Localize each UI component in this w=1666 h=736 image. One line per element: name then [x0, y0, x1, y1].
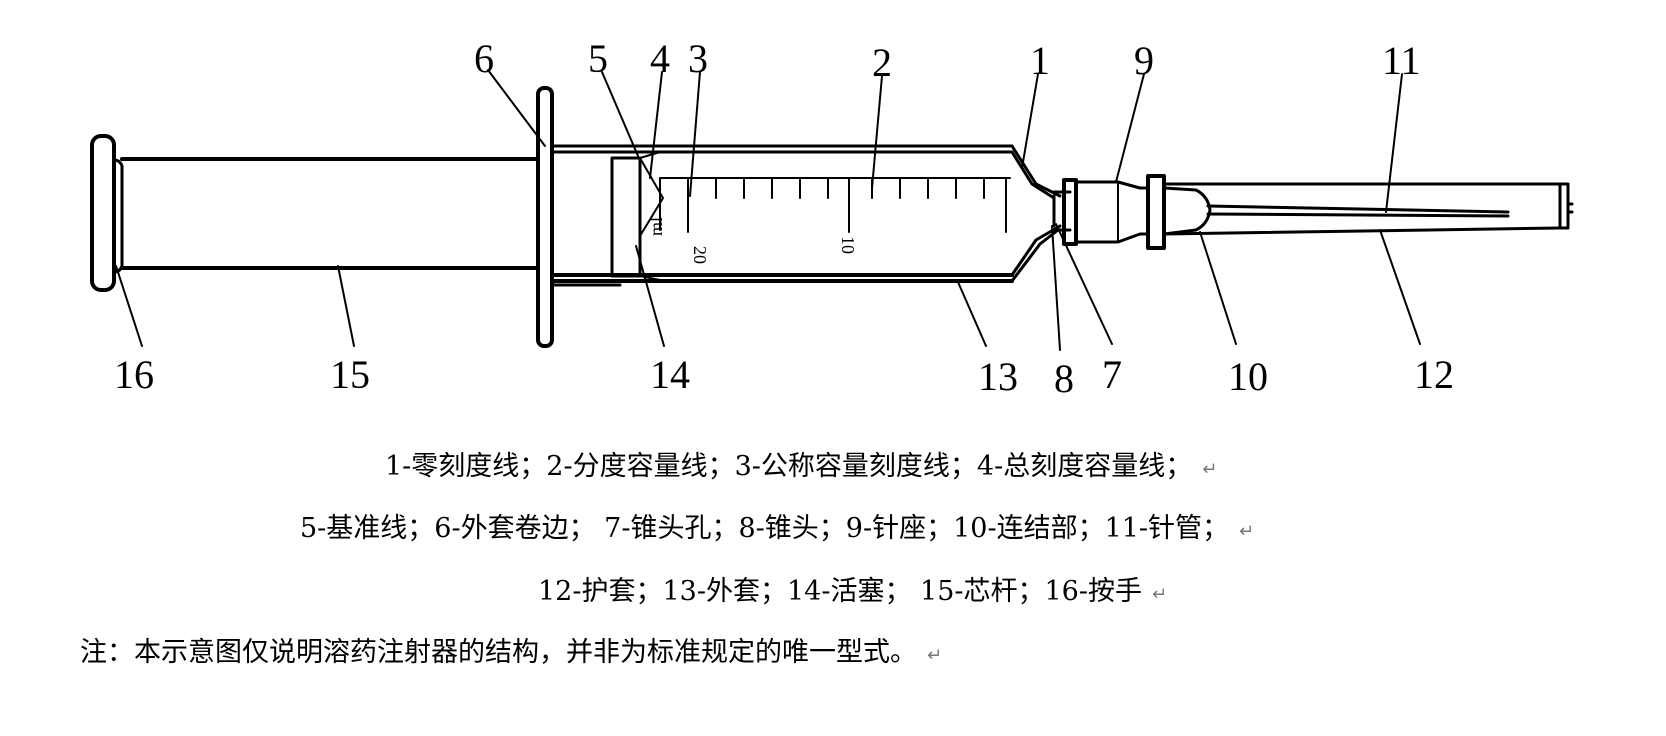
callout-9: 9 — [1134, 38, 1154, 83]
callout-4: 4 — [650, 36, 670, 81]
scale-label-20: 20 — [690, 246, 710, 264]
callout-15: 15 — [330, 352, 370, 397]
callout-16: 16 — [114, 352, 154, 397]
legend-text-2: 5-基准线；6-外套卷边； 7-锥头孔；8-锥头；9-针座；10-连结部；11-… — [300, 513, 1230, 544]
callout-5: 5 — [588, 36, 608, 81]
callout-13: 13 — [978, 354, 1018, 399]
plunger-rod — [120, 157, 540, 270]
callout-8: 8 — [1054, 356, 1074, 401]
legend-text-1: 1-零刻度线；2-分度容量线；3-公称容量刻度线；4-总刻度容量线； — [385, 451, 1193, 482]
graduation-scale — [659, 177, 1011, 233]
scale-label-10: 10 — [838, 236, 858, 254]
paragraph-mark-icon: ↵ — [1151, 584, 1168, 605]
callout-1: 1 — [1030, 38, 1050, 83]
thumb-press — [90, 134, 124, 292]
legend-line-1: 1-零刻度线；2-分度容量线；3-公称容量刻度线；4-总刻度容量线； ↵ — [0, 450, 1666, 487]
callout-14: 14 — [650, 352, 690, 397]
barrel-flange — [536, 86, 554, 348]
scale-label-ml: ml — [646, 217, 666, 236]
callout-2: 2 — [872, 40, 892, 85]
paragraph-mark-icon: ↵ — [927, 645, 943, 666]
callout-7: 7 — [1102, 352, 1122, 397]
callout-6: 6 — [474, 36, 494, 81]
hub-connector — [1146, 174, 1212, 250]
legend-text-3: 12-护套；13-外套；14-活塞； 15-芯杆；16-按手 — [538, 576, 1142, 607]
note-text: 注：本示意图仅说明溶药注射器的结构，并非为标准规定的唯一型式。 — [80, 637, 917, 668]
callout-3: 3 — [688, 36, 708, 81]
paragraph-mark-icon: ↵ — [1239, 521, 1255, 542]
barrel — [550, 144, 1062, 287]
legend-line-2: 5-基准线；6-外套卷边； 7-锥头孔；8-锥头；9-针座；10-连结部；11-… — [0, 512, 1666, 549]
syringe-diagram: ml 20 10 6 5 4 3 2 1 9 11 16 15 14 13 8 … — [90, 36, 1574, 401]
needle-tube — [1206, 204, 1510, 218]
callout-11: 11 — [1382, 38, 1421, 83]
needle-hub — [1062, 178, 1150, 246]
legend-line-3: 12-护套；13-外套；14-活塞； 15-芯杆；16-按手 ↵ — [0, 575, 1666, 612]
callout-12: 12 — [1414, 352, 1454, 397]
piston — [610, 151, 664, 281]
paragraph-mark-icon: ↵ — [1202, 459, 1218, 480]
needle-cap — [1162, 182, 1574, 236]
leader-lines — [115, 69, 1421, 351]
callout-10: 10 — [1228, 354, 1268, 399]
note-line: 注：本示意图仅说明溶药注射器的结构，并非为标准规定的唯一型式。 ↵ — [0, 636, 1666, 673]
